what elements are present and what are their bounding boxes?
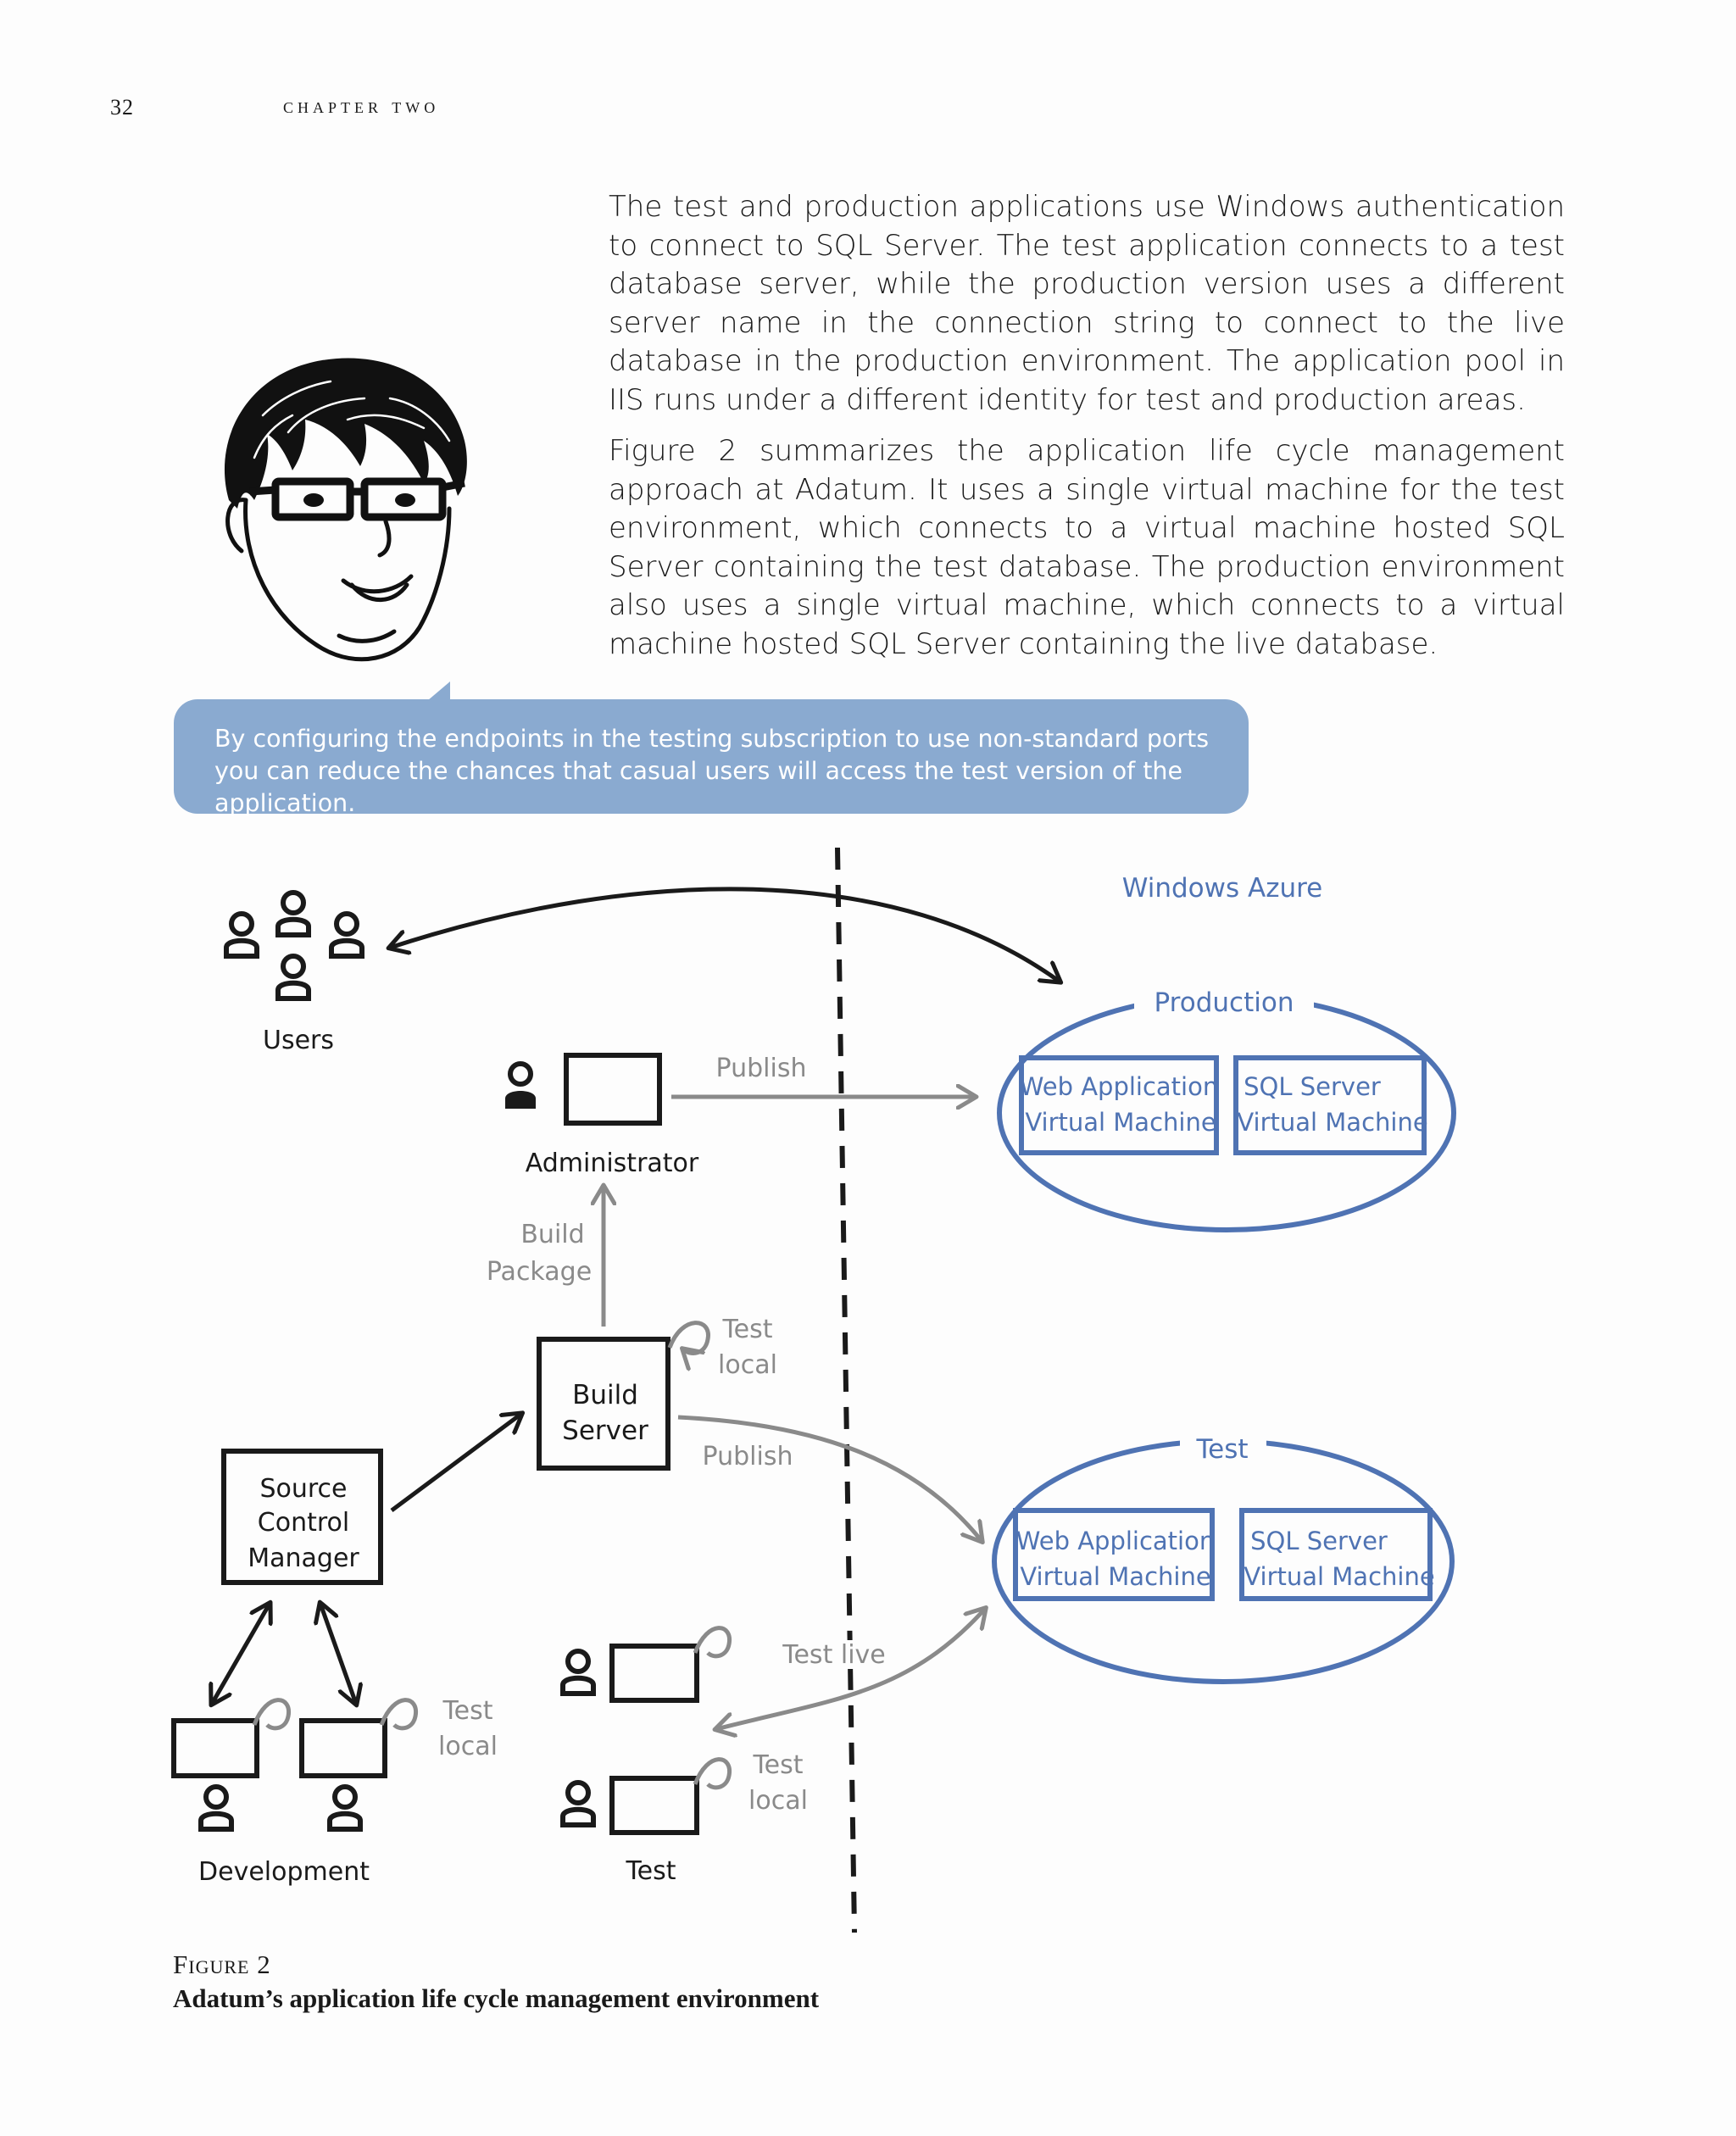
tester-loop-icon-2: [693, 1757, 732, 1790]
production-sql-vm-line2: Virtual Machine: [1237, 1108, 1427, 1137]
tester-icons: [560, 1649, 596, 1827]
build-server-line2: Server: [562, 1416, 648, 1446]
developer-icons: [198, 1784, 363, 1832]
body-paragraph-2: Figure 2 summarizes the application life…: [609, 434, 1565, 661]
figure-label: Figure 2: [173, 1950, 271, 1979]
callout-tail: [428, 681, 450, 700]
scm-dev-arrow-right: [320, 1604, 356, 1704]
development-label: Development: [198, 1857, 370, 1887]
build-server-box: [537, 1337, 670, 1471]
users-icon: [224, 890, 364, 1001]
scm-line1: Source: [259, 1474, 347, 1504]
publish-label-test: Publish: [703, 1442, 793, 1471]
dev-computer-1: [171, 1718, 259, 1778]
production-web-vm-box: [1019, 1055, 1219, 1155]
tester-computer-2: [609, 1776, 699, 1835]
page-number: 32: [110, 95, 134, 120]
production-web-vm-line1: Web Application: [1020, 1072, 1218, 1101]
scm-line2: Control: [258, 1508, 349, 1538]
build-server-line1: Build: [572, 1380, 638, 1410]
callout-box: By configuring the endpoints in the test…: [174, 699, 1249, 817]
publish-test-arrow: [677, 1415, 982, 1541]
publish-label-production: Publish: [716, 1054, 807, 1083]
body-paragraph-1: The test and production applications use…: [609, 190, 1565, 417]
administrator-computer: [564, 1053, 662, 1126]
windows-azure-label: Windows Azure: [1122, 873, 1323, 904]
figure-caption: Adatum’s application life cycle manageme…: [173, 1983, 820, 2013]
test-sql-vm-line1: SQL Server: [1250, 1527, 1388, 1555]
running-head: chapter two: [283, 95, 440, 118]
test-live-arrow: [716, 1609, 985, 1729]
administrator-icon: [505, 1061, 536, 1109]
tester-computer-1: [609, 1644, 699, 1703]
source-control-manager-box: [221, 1449, 383, 1585]
test-local-label-3-line1: Test: [752, 1750, 803, 1780]
test-live-label: Test live: [782, 1640, 886, 1670]
dev-computer-2: [299, 1718, 387, 1778]
test-environment-ellipse: [992, 1438, 1455, 1684]
scm-build-arrow: [390, 1414, 521, 1513]
author-portrait-illustration: [224, 358, 467, 662]
test-web-vm-line2: Virtual Machine: [1020, 1562, 1210, 1591]
scm-line3: Manager: [248, 1544, 359, 1573]
tester-loop-icon-1: [693, 1626, 732, 1659]
production-sql-vm-line1: SQL Server: [1244, 1072, 1381, 1101]
callout-text: By configuring the endpoints in the test…: [214, 725, 1210, 817]
test-group-label: Test: [625, 1856, 676, 1886]
users-label: Users: [263, 1026, 334, 1055]
test-web-vm-box: [1013, 1508, 1215, 1601]
production-title: Production: [1155, 987, 1294, 1018]
test-environment-title: Test: [1195, 1434, 1248, 1465]
test-local-label-2-line1: Test: [442, 1696, 492, 1726]
test-web-vm-line1: Web Application: [1016, 1527, 1215, 1555]
administrator-label: Administrator: [526, 1149, 699, 1178]
production-web-vm-line2: Virtual Machine: [1025, 1108, 1216, 1137]
test-local-label-1-line2: local: [718, 1350, 777, 1380]
build-package-label-line2: Package: [487, 1257, 592, 1287]
test-sql-vm-box: [1239, 1508, 1433, 1601]
build-package-label-line1: Build: [520, 1220, 584, 1249]
dev-loop-icon-2: [379, 1698, 418, 1731]
production-sql-vm-box: [1233, 1055, 1427, 1155]
dev-loop-icon-1: [252, 1698, 291, 1731]
test-local-label-2-line2: local: [438, 1732, 498, 1761]
alm-diagram: Windows Azure Users Administrator Publis…: [171, 847, 1456, 1933]
boundary-dashed-line: [835, 847, 857, 1933]
users-azure-arrow: [390, 887, 1060, 982]
test-sql-vm-line2: Virtual Machine: [1244, 1562, 1434, 1591]
scm-dev-arrow-left: [212, 1604, 270, 1704]
test-local-label-3-line2: local: [748, 1786, 808, 1816]
test-local-label-1-line1: Test: [721, 1315, 772, 1344]
test-local-loop-icon-1: [667, 1321, 710, 1354]
